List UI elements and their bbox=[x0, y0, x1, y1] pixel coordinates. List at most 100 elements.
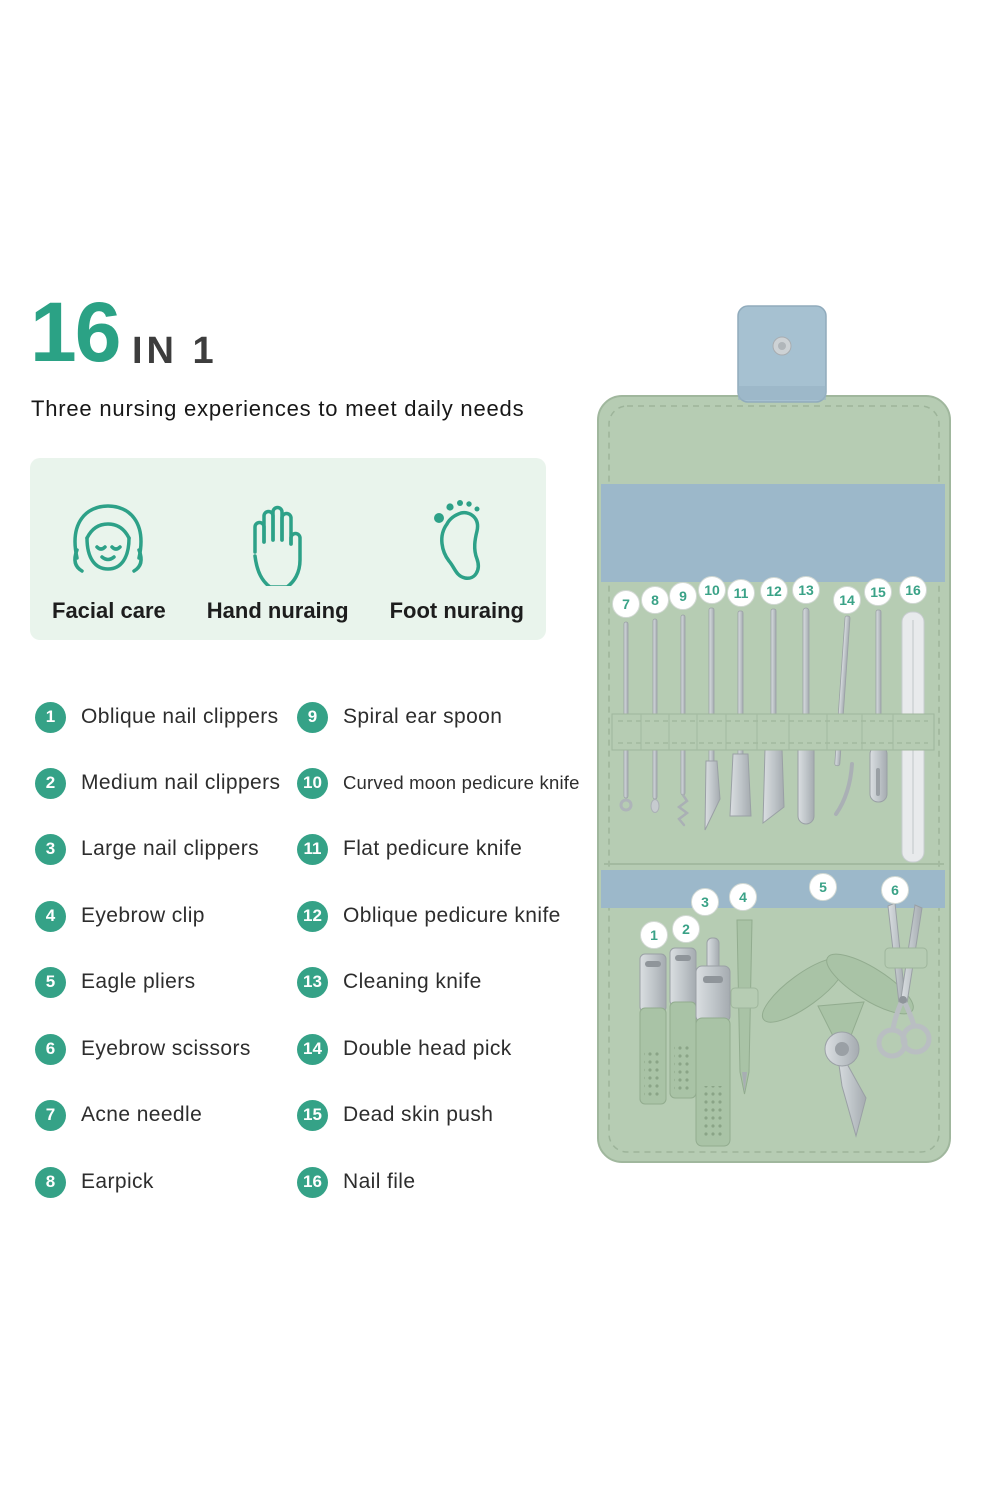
item-number-badge: 16 bbox=[297, 1166, 328, 1198]
item-number-badge: 12 bbox=[297, 900, 328, 932]
item-label: Eyebrow scissors bbox=[81, 1037, 251, 1060]
tool-eyebrow-clip bbox=[730, 919, 759, 1095]
tool-strap bbox=[611, 713, 935, 751]
tool-eagle-pliers bbox=[761, 953, 914, 1138]
tool-number-chip: 14 bbox=[833, 586, 861, 614]
list-item: 15 Dead skin push bbox=[297, 1099, 493, 1131]
tool-number-chip: 13 bbox=[792, 576, 820, 604]
upper-blue-panel bbox=[601, 484, 945, 582]
svg-text:15: 15 bbox=[870, 584, 886, 600]
svg-text:3: 3 bbox=[701, 894, 709, 910]
list-item: 3 Large nail clippers bbox=[35, 833, 259, 865]
item-label: Double head pick bbox=[343, 1037, 512, 1060]
item-label: Spiral ear spoon bbox=[343, 705, 503, 728]
item-number-badge: 3 bbox=[35, 833, 66, 865]
list-item: 8 Earpick bbox=[35, 1166, 154, 1198]
list-item: 4 Eyebrow clip bbox=[35, 900, 205, 932]
tool-number-chip: 10 bbox=[698, 576, 726, 604]
svg-text:5: 5 bbox=[819, 879, 827, 895]
item-label: Oblique nail clippers bbox=[81, 705, 279, 728]
item-label: Curved moon pedicure knife bbox=[343, 772, 580, 793]
tool-number-chip: 1 bbox=[640, 921, 668, 949]
item-number-badge: 15 bbox=[297, 1099, 328, 1131]
svg-text:7: 7 bbox=[622, 596, 630, 612]
item-label: Earpick bbox=[81, 1170, 154, 1193]
svg-text:11: 11 bbox=[734, 585, 749, 601]
item-number-badge: 9 bbox=[297, 701, 328, 733]
tool-number-chip: 12 bbox=[760, 577, 788, 605]
tool-earpick bbox=[650, 618, 660, 813]
list-item: 16 Nail file bbox=[297, 1166, 415, 1198]
headline-subtitle: Three nursing experiences to meet daily … bbox=[31, 396, 525, 421]
tool-large-nail-clippers bbox=[695, 937, 731, 1147]
svg-text:4: 4 bbox=[739, 889, 747, 905]
snap-button-icon bbox=[772, 336, 792, 356]
item-number-badge: 6 bbox=[35, 1033, 66, 1065]
item-label: Cleaning knife bbox=[343, 970, 482, 993]
item-number-badge: 8 bbox=[35, 1166, 66, 1198]
list-item: 6 Eyebrow scissors bbox=[35, 1033, 251, 1065]
tool-number-chip: 5 bbox=[809, 873, 837, 901]
item-number-badge: 14 bbox=[297, 1033, 328, 1065]
list-item: 2 Medium nail clippers bbox=[35, 767, 280, 799]
feature-label: Hand nuraing bbox=[206, 598, 349, 623]
item-number-badge: 10 bbox=[297, 767, 328, 799]
list-item: 10 Curved moon pedicure knife bbox=[297, 767, 580, 799]
feature-hand-nursing: Hand nuraing bbox=[207, 458, 349, 640]
tool-number-chip: 4 bbox=[729, 883, 757, 911]
svg-text:8: 8 bbox=[651, 592, 659, 608]
item-label: Acne needle bbox=[81, 1103, 203, 1126]
item-label: Dead skin push bbox=[343, 1103, 494, 1126]
item-label: Large nail clippers bbox=[81, 837, 260, 860]
tool-number-chip: 2 bbox=[672, 915, 700, 943]
svg-text:2: 2 bbox=[682, 921, 690, 937]
tool-number-chip: 15 bbox=[864, 578, 892, 606]
svg-text:14: 14 bbox=[839, 592, 855, 608]
face-icon bbox=[61, 494, 156, 586]
svg-text:10: 10 bbox=[704, 582, 720, 598]
item-label: Flat pedicure knife bbox=[343, 837, 523, 860]
list-item: 1 Oblique nail clippers bbox=[35, 701, 279, 733]
item-label: Nail file bbox=[343, 1170, 416, 1193]
item-label: Medium nail clippers bbox=[81, 771, 281, 794]
svg-text:12: 12 bbox=[766, 583, 782, 599]
tool-number-chip: 8 bbox=[641, 586, 669, 614]
list-item: 13 Cleaning knife bbox=[297, 966, 482, 998]
hand-icon bbox=[242, 494, 314, 586]
tool-number-chip: 9 bbox=[669, 582, 697, 610]
tool-oblique-nail-clippers bbox=[639, 953, 667, 1105]
tool-number-chip: 3 bbox=[691, 888, 719, 916]
svg-text:6: 6 bbox=[891, 882, 899, 898]
foot-icon bbox=[426, 494, 488, 586]
item-number-badge: 13 bbox=[297, 966, 328, 998]
list-item: 14 Double head pick bbox=[297, 1033, 512, 1065]
tool-number-chip: 11 bbox=[727, 579, 755, 607]
list-item: 9 Spiral ear spoon bbox=[297, 701, 502, 733]
tool-number-chip: 6 bbox=[881, 876, 909, 904]
item-number-badge: 5 bbox=[35, 966, 66, 998]
svg-text:13: 13 bbox=[798, 582, 814, 598]
feature-box: Facial care Hand nuraing bbox=[30, 458, 546, 640]
list-item: 5 Eagle pliers bbox=[35, 966, 196, 998]
svg-text:16: 16 bbox=[905, 582, 921, 598]
feature-label: Foot nuraing bbox=[389, 598, 524, 623]
item-number-badge: 1 bbox=[35, 701, 66, 733]
svg-text:1: 1 bbox=[650, 927, 658, 943]
item-number-badge: 2 bbox=[35, 767, 66, 799]
item-number-badge: 7 bbox=[35, 1099, 66, 1131]
tool-number-chip: 7 bbox=[612, 590, 640, 618]
tool-acne-needle bbox=[619, 621, 633, 812]
headline-suffix: IN 1 bbox=[132, 330, 218, 372]
headline-number: 16 bbox=[30, 285, 121, 379]
item-number-badge: 4 bbox=[35, 900, 66, 932]
item-label: Eagle pliers bbox=[81, 970, 196, 993]
tool-number-chip: 16 bbox=[899, 576, 927, 604]
item-number-badge: 11 bbox=[297, 833, 328, 865]
item-label: Oblique pedicure knife bbox=[343, 904, 561, 927]
feature-facial-care: Facial care bbox=[52, 458, 166, 640]
list-item: 7 Acne needle bbox=[35, 1099, 202, 1131]
tool-medium-nail-clippers bbox=[669, 947, 697, 1099]
list-item: 12 Oblique pedicure knife bbox=[297, 900, 561, 932]
feature-label: Facial care bbox=[52, 598, 166, 623]
